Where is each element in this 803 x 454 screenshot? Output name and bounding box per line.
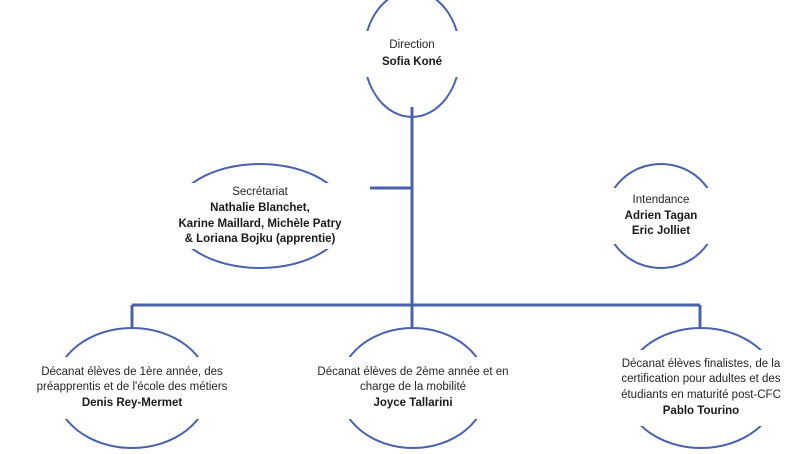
- node-direction-role: Direction: [389, 39, 435, 52]
- node-intendance-person-1: Adrien Tagan: [624, 209, 698, 222]
- node-secretariat-person-2: Karine Maillard, Michèle Patry: [178, 217, 342, 230]
- node-direction-person-1: Sofia Koné: [381, 55, 443, 68]
- node-intendance-text-backdrop: [566, 188, 756, 244]
- node-secretariat-person-3: & Loriana Bojku (apprentie): [184, 232, 336, 245]
- node-decanat-deuxieme-annee-role-line-2: charge de la mobilité: [359, 380, 467, 393]
- node-secretariat-text-backdrop: [150, 183, 370, 249]
- node-decanat-deuxieme-annee-role-line-1: Décanat élèves de 2ème année et en: [317, 365, 509, 378]
- node-decanat-finalistes-text-backdrop: [576, 350, 803, 426]
- node-decanat-premiere-annee-person-1: Denis Rey-Mermet: [81, 397, 183, 410]
- node-decanat-premiere-annee-text: Décanat élèves de 1ère année, des préapp…: [6, 365, 258, 412]
- node-decanat-finalistes-role-line-3: étudiants en maturité post-CFC: [621, 388, 781, 401]
- node-secretariat-role: Secrétariat: [232, 186, 288, 199]
- node-decanat-premiere-annee-text-backdrop: [6, 357, 258, 419]
- node-decanat-finalistes[interactable]: Décanat élèves finalistes, de la certifi…: [576, 326, 803, 450]
- node-decanat-deuxieme-annee-text: Décanat élèves de 2ème année et en charg…: [288, 365, 538, 412]
- node-intendance-role: Intendance: [632, 193, 690, 206]
- node-decanat-finalistes-text: Décanat élèves finalistes, de la certifi…: [576, 357, 803, 419]
- node-decanat-finalistes-person-1: Pablo Tourino: [662, 404, 740, 417]
- node-intendance-person-2: Eric Jolliet: [631, 225, 691, 238]
- node-direction-text: Direction Sofia Koné: [322, 38, 502, 69]
- node-secretariat-person-1: Nathalie Blanchet,: [210, 202, 310, 215]
- node-decanat-deuxieme-annee-person-1: Joyce Tallarini: [373, 397, 453, 410]
- node-intendance-text: Intendance Adrien Tagan Eric Jolliet: [566, 193, 756, 240]
- node-decanat-premiere-annee-role-line-1: Décanat élèves de 1ère année, des: [41, 365, 223, 378]
- node-direction[interactable]: Direction Sofia Koné: [322, 0, 502, 118]
- node-decanat-finalistes-role-line-2: certification pour adultes et des: [621, 373, 781, 386]
- node-direction-text-backdrop: [322, 31, 502, 77]
- node-decanat-premiere-annee[interactable]: Décanat élèves de 1ère année, des préapp…: [6, 326, 258, 450]
- node-decanat-finalistes-role-line-1: Décanat élèves finalistes, de la: [621, 358, 781, 371]
- node-secretariat-text: Secrétariat Nathalie Blanchet, Karine Ma…: [150, 185, 370, 247]
- node-secretariat[interactable]: Secrétariat Nathalie Blanchet, Karine Ma…: [150, 162, 370, 270]
- node-decanat-deuxieme-annee-text-backdrop: [288, 357, 538, 419]
- node-intendance[interactable]: Intendance Adrien Tagan Eric Jolliet: [566, 162, 756, 270]
- node-decanat-premiere-annee-role-line-2: préapprentis et de l'école des métiers: [36, 380, 228, 393]
- node-decanat-deuxieme-annee[interactable]: Décanat élèves de 2ème année et en charg…: [288, 326, 538, 450]
